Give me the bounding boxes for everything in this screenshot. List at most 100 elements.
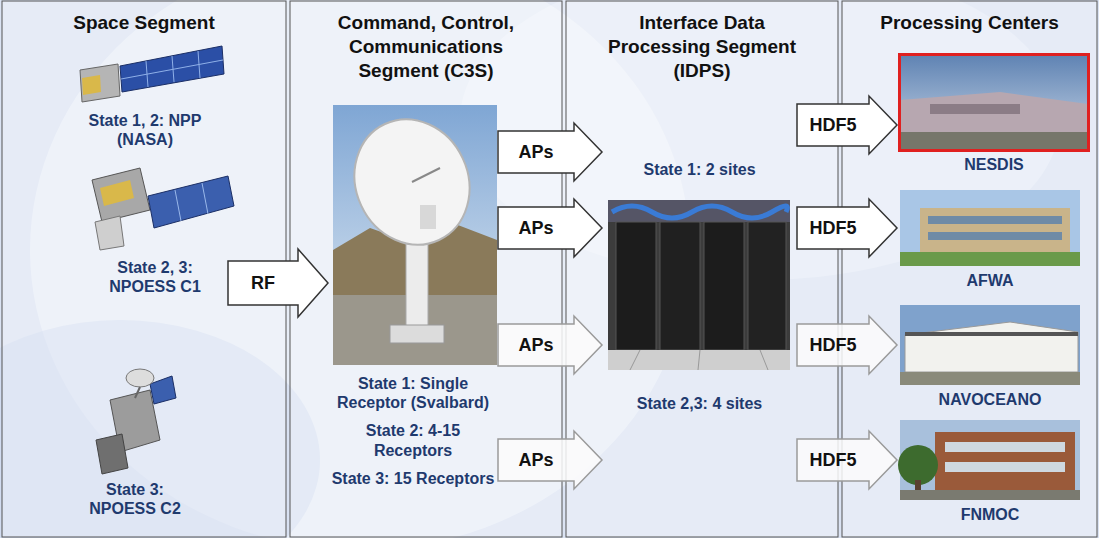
windows bbox=[928, 232, 1062, 240]
picture-box: State 3: NPOESS C2 bbox=[75, 368, 195, 518]
block-arrow bbox=[797, 199, 897, 257]
room bbox=[608, 200, 790, 370]
ground bbox=[900, 132, 1088, 150]
building bbox=[935, 432, 1075, 490]
c2-satellite bbox=[96, 369, 176, 474]
cabinet bbox=[748, 222, 786, 350]
sky bbox=[900, 55, 1088, 150]
cabinet bbox=[704, 222, 744, 350]
picture-caption: State 2,3: 4 sites bbox=[602, 394, 797, 413]
block-arrow bbox=[498, 199, 602, 257]
sat-dish bbox=[126, 369, 154, 387]
segment-heading: Processing Centers bbox=[850, 11, 1090, 35]
antenna-photo bbox=[333, 100, 497, 365]
picture-caption: NESDIS bbox=[897, 155, 1091, 174]
picture-caption: State 2, 3: NPOESS C1 bbox=[85, 258, 225, 296]
block-arrow bbox=[797, 96, 897, 154]
picture-caption: NAVOCEANO bbox=[897, 390, 1083, 409]
block-arrow bbox=[797, 316, 897, 374]
picture-box: State 2, 3: NPOESS C1 bbox=[85, 162, 225, 296]
picture-area bbox=[897, 188, 1083, 268]
panel-grid bbox=[121, 60, 223, 79]
segment-panel: Interface Data Processing Segment (IDPS)… bbox=[566, 1, 838, 537]
highlight-frame bbox=[900, 55, 1089, 151]
instrument bbox=[95, 216, 124, 250]
picture-caption: State 2: 4-15 Receptors bbox=[328, 421, 498, 459]
picture-box: State 1, 2: NPP (NASA) bbox=[75, 45, 215, 149]
picture-caption: State 1, 2: NPP (NASA) bbox=[75, 111, 215, 149]
sat-foil bbox=[100, 180, 134, 206]
block-arrow bbox=[498, 316, 602, 374]
segment-panel: Processing CentersNESDIS AFWA NAVOCEANO FNM… bbox=[842, 1, 1097, 537]
picture-area bbox=[897, 52, 1091, 152]
navoceano-photo bbox=[900, 305, 1080, 385]
dish-mast bbox=[135, 387, 140, 398]
nesdis-photo bbox=[900, 55, 1089, 151]
mount bbox=[420, 205, 436, 229]
npp-satellite bbox=[80, 46, 224, 102]
picture-area bbox=[75, 45, 215, 107]
picture-box: NAVOCEANO bbox=[897, 303, 1083, 409]
picture-caption: FNMOC bbox=[897, 505, 1083, 524]
windows bbox=[928, 216, 1062, 224]
building bbox=[920, 208, 1070, 252]
tree bbox=[898, 445, 938, 485]
solar-panel bbox=[148, 176, 234, 228]
picture-caption: State 1: Single Receptor (Svalbard) bbox=[328, 374, 498, 412]
cables bbox=[612, 206, 787, 218]
picture-area bbox=[897, 303, 1083, 387]
building bbox=[900, 92, 1088, 132]
picture-area bbox=[602, 200, 797, 370]
ground bbox=[900, 372, 1080, 385]
fnmoc-photo bbox=[898, 420, 1080, 500]
cabinet bbox=[660, 222, 700, 350]
arrow-label: RF bbox=[251, 274, 275, 292]
segment-heading: Interface Data Processing Segment (IDPS) bbox=[595, 11, 810, 82]
arrow-label: APs bbox=[518, 336, 553, 354]
block-arrow bbox=[498, 431, 602, 489]
floor-grid bbox=[698, 350, 700, 370]
dish bbox=[334, 100, 490, 263]
arrow-label: HDF5 bbox=[809, 336, 856, 354]
picture-caption: State 3: 15 Receptors bbox=[328, 469, 498, 488]
floor bbox=[608, 350, 790, 370]
arrow-label: APs bbox=[518, 143, 553, 161]
picture-box: AFWA bbox=[897, 188, 1083, 290]
block-arrow bbox=[228, 249, 328, 317]
windows bbox=[945, 442, 1065, 452]
floor-grid bbox=[630, 350, 640, 370]
windows bbox=[945, 462, 1065, 472]
block-arrow bbox=[797, 431, 897, 489]
picture-area bbox=[897, 418, 1083, 502]
picture-box: NESDIS bbox=[897, 52, 1091, 174]
picture-area bbox=[328, 102, 498, 366]
panel-frame bbox=[290, 1, 562, 537]
arrow-label: APs bbox=[518, 451, 553, 469]
roof-line bbox=[905, 332, 1078, 336]
arrow-label: HDF5 bbox=[809, 451, 856, 469]
sat-module bbox=[96, 434, 128, 474]
picture-caption: State 3: NPOESS C2 bbox=[75, 480, 195, 518]
antenna-base bbox=[390, 325, 444, 343]
arrow-label: APs bbox=[518, 219, 553, 237]
picture-box: State 1: 2 sitesState 2,3: 4 sites bbox=[602, 160, 797, 413]
afwa-photo bbox=[900, 190, 1080, 266]
block-arrow bbox=[498, 123, 602, 181]
segment-panel: Space SegmentState 1, 2: NPP (NASA)State… bbox=[2, 1, 286, 537]
panel-grid bbox=[202, 183, 208, 214]
cabinet bbox=[616, 222, 656, 350]
segment-heading: Command, Control, Communications Segment… bbox=[319, 11, 534, 82]
sky bbox=[900, 305, 1080, 385]
ground bbox=[900, 490, 1080, 500]
server-photo bbox=[608, 200, 790, 370]
picture-caption: State 1: 2 sites bbox=[602, 160, 797, 179]
sat-body bbox=[92, 168, 150, 222]
sky bbox=[900, 190, 1080, 266]
picture-area bbox=[75, 368, 195, 476]
solar-panel bbox=[120, 46, 224, 92]
picture-area bbox=[85, 162, 225, 254]
ceiling bbox=[608, 200, 790, 222]
sat-body bbox=[80, 64, 120, 102]
